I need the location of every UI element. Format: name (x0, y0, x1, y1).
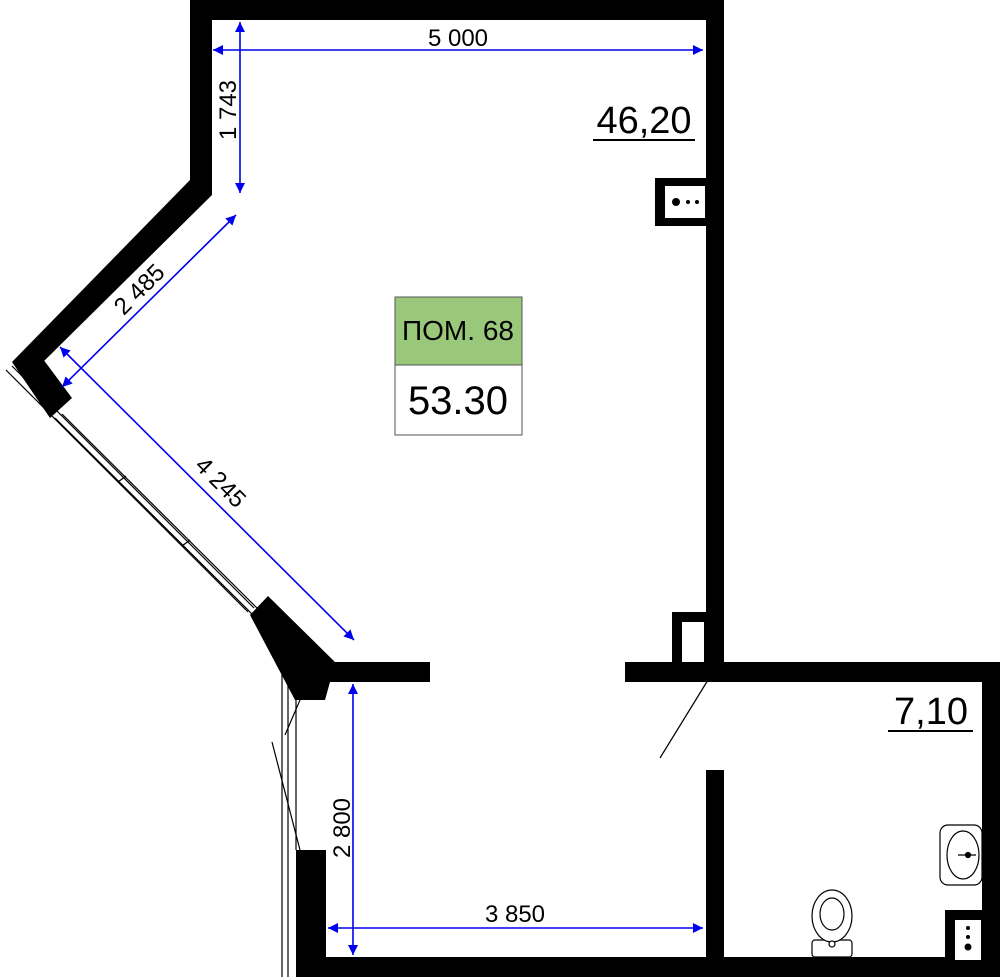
wall-partition-right (625, 662, 1000, 682)
room-total-area-box (394, 364, 523, 436)
vent-shaft-lower (672, 612, 712, 667)
main-area-value: 46,20 (596, 100, 691, 142)
walls (12, 0, 1000, 977)
room-label-header (394, 296, 523, 366)
toilet-icon (811, 889, 853, 958)
wall-bottom (296, 957, 1000, 977)
dim-diagonal-long-value: 4 245 (190, 452, 252, 514)
dim-bottom-value: 3 850 (485, 901, 545, 928)
dimension-lines (59, 22, 703, 955)
bathroom-door-swing (659, 679, 709, 759)
room-label-box: ПОМ. 68 53.30 (394, 296, 523, 436)
vent-shaft-bathroom (945, 910, 987, 965)
room-label: ПОМ. 68 (402, 315, 514, 346)
dim-left-upper-value: 1 743 (215, 80, 242, 140)
wall-top (190, 0, 724, 20)
dim-line-diagonal-long (59, 346, 355, 641)
dim-left-lower-value: 2 800 (329, 798, 356, 858)
bathroom-area-value: 7,10 (894, 691, 968, 733)
vent-shaft-upper (655, 178, 711, 226)
wall-bathroom-right (982, 662, 1000, 977)
wall-left-lower (296, 850, 326, 977)
room-total-area: 53.30 (408, 379, 508, 423)
wall-corner-bump (12, 355, 72, 418)
sink-icon (939, 824, 983, 886)
dim-top-value: 5 000 (428, 25, 488, 52)
entrance-door (271, 660, 301, 977)
wall-bathroom-left (706, 770, 724, 977)
wall-partition-left (305, 662, 430, 682)
wall-right-main (706, 0, 724, 682)
wall-left-upper (190, 0, 212, 195)
